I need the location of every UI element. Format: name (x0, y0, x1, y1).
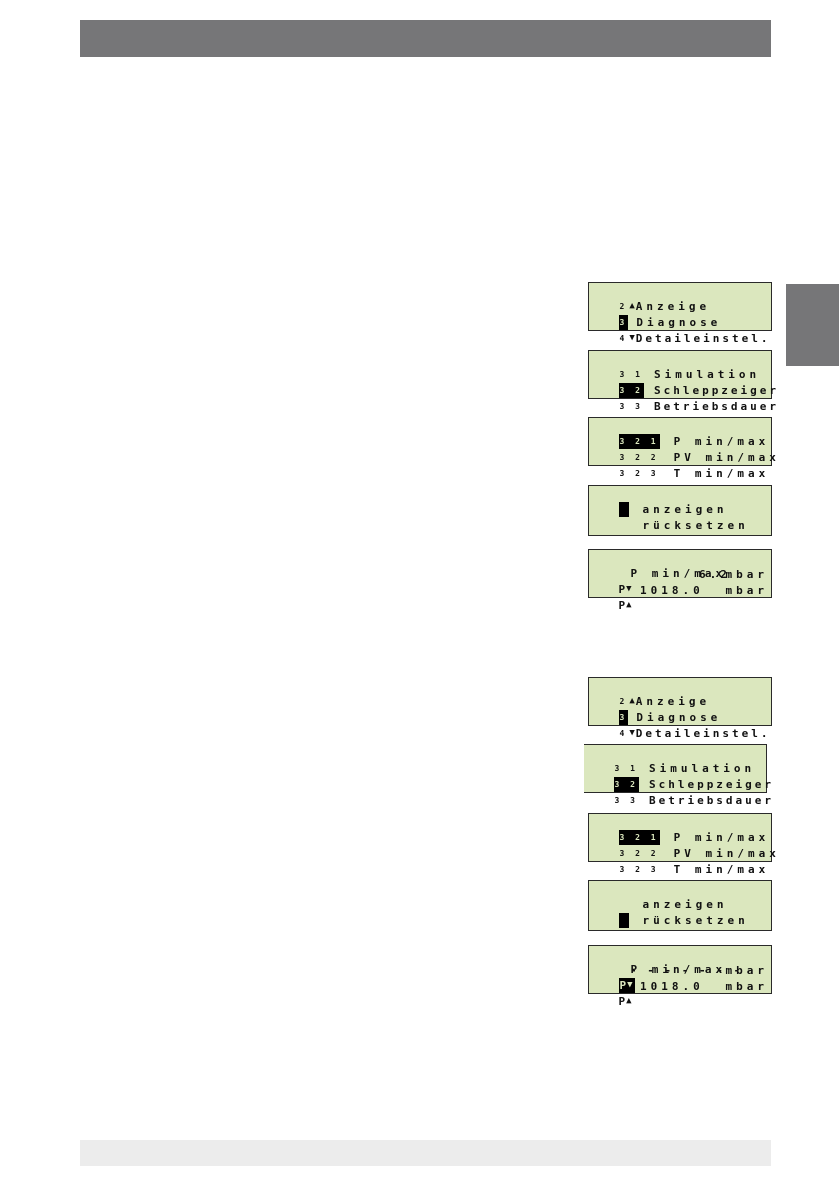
lcd-action-menu: anzeigen rücksetzen (588, 485, 772, 536)
arrow-up-icon: ▲ (629, 301, 635, 311)
cursor-block (618, 913, 629, 928)
lcd-pressure-minmax: P min/max P▼ 6.2 mbar P▲ 1018.0 mbar (588, 549, 772, 612)
footer-bar (80, 1140, 771, 1166)
arrow-down-icon: ▼ (629, 333, 635, 343)
lcd-pressure-minmax: P min/max P▼ - - - - - - - mbar P▲ 1018.… (588, 945, 772, 1008)
arrow-down-icon: ▼ (627, 980, 633, 990)
menu-row: 4▼Detaileinstel. (619, 727, 771, 740)
menu-row: rücksetzen (642, 519, 749, 532)
menu-row: 2▲Anzeige (619, 300, 711, 313)
selected-prefix: P▼ (618, 978, 635, 993)
menu-row-selected: rücksetzen (592, 898, 768, 928)
display-title: P min/max (630, 963, 727, 976)
header-bar (80, 20, 771, 57)
menu-row-selected: anzeigen (592, 487, 768, 517)
menu-row: anzeigen (642, 898, 728, 911)
cursor-block (618, 502, 629, 517)
lcd-action-menu: anzeigen rücksetzen (588, 880, 772, 931)
arrow-down-icon: ▼ (626, 584, 632, 594)
menu-row: 4▼Detaileinstel. (619, 332, 771, 345)
chapter-tab (786, 284, 839, 366)
menu-row: 2▲Anzeige (619, 695, 711, 708)
max-value-row: P▲ 1018.0 mbar (618, 980, 768, 1008)
arrow-up-icon: ▲ (629, 696, 635, 706)
max-value-row: P▲ 1018.0 mbar (618, 584, 768, 612)
arrow-up-icon: ▲ (626, 600, 632, 610)
display-title: P min/max (630, 567, 727, 580)
min-value-row: P▼ 6.2 mbar (618, 568, 768, 596)
arrow-up-icon: ▲ (626, 996, 632, 1006)
min-value-row: P▼ - - - - - - - mbar (618, 964, 768, 993)
arrow-down-icon: ▼ (629, 728, 635, 738)
